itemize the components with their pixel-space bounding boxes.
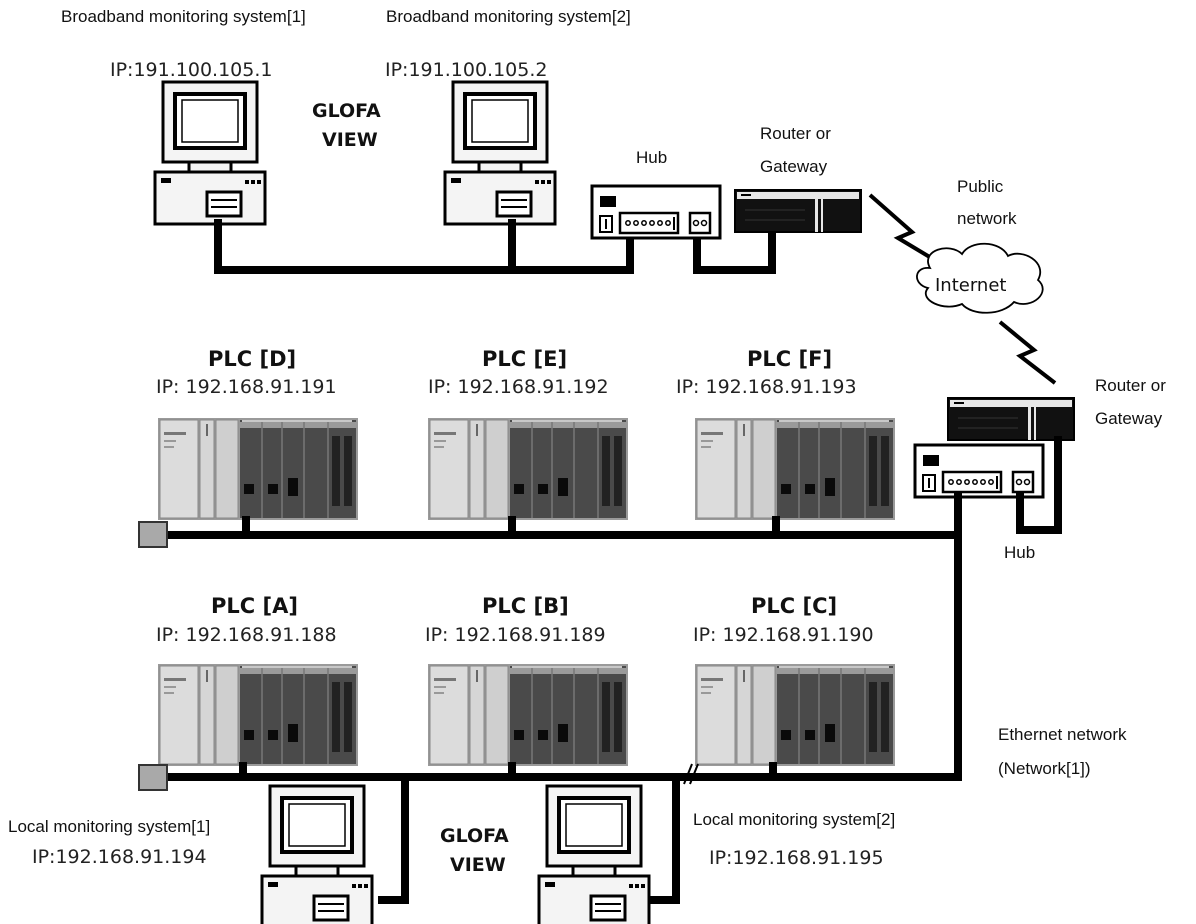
broadband-computer-1-icon — [153, 80, 267, 226]
right-hub-icon — [913, 443, 1045, 499]
local-systems-links — [378, 773, 680, 904]
top-router-icon — [734, 189, 862, 233]
plc-c-ip: IP: 192.168.91.190 — [693, 624, 874, 646]
top-hub-icon — [590, 184, 722, 240]
right-hub-label: Hub — [1004, 543, 1035, 562]
plc-c-icon — [694, 663, 896, 767]
public-network-line1: Public — [957, 177, 1004, 196]
broadband-ip2: IP:191.100.105.2 — [385, 59, 547, 81]
public-network-line2: network — [957, 209, 1017, 228]
broadband-ip1: IP:191.100.105.1 — [110, 59, 272, 81]
plc-e-name: PLC [E] — [482, 347, 567, 371]
broadband-system1-label: Broadband monitoring system[1] — [61, 7, 306, 26]
plc-e-ip: IP: 192.168.91.192 — [428, 376, 609, 398]
top-router-label-line1: Router or — [760, 124, 831, 143]
glofa-view-top-line2: VIEW — [322, 129, 378, 151]
plc-d-name: PLC [D] — [208, 347, 296, 371]
plc-f-name: PLC [F] — [747, 347, 832, 371]
router-hub-link — [1016, 436, 1062, 534]
lightning-bottom-icon — [998, 320, 1057, 385]
glofa-view-bottom-line1: GLOFA — [440, 825, 509, 847]
glofa-view-top-line1: GLOFA — [312, 100, 381, 122]
right-router-label-line2: Gateway — [1095, 409, 1163, 428]
plc-d-icon — [157, 417, 359, 521]
local-system1-label: Local monitoring system[1] — [8, 817, 210, 836]
plc-a-ip: IP: 192.168.91.188 — [156, 624, 337, 646]
broadband-system2-label: Broadband monitoring system[2] — [386, 7, 631, 26]
top-hub-label: Hub — [636, 148, 667, 167]
plc-d-ip: IP: 192.168.91.191 — [156, 376, 337, 398]
local-computer-2-icon — [537, 784, 651, 924]
right-router-icon — [947, 397, 1075, 441]
right-router-label-line1: Router or — [1095, 376, 1166, 395]
plc-b-ip: IP: 192.168.91.189 — [425, 624, 606, 646]
plc-e-icon — [427, 417, 629, 521]
terminator-row2 — [138, 764, 168, 791]
plc-row2-network-line — [166, 762, 962, 781]
local-system2-label: Local monitoring system[2] — [693, 810, 895, 829]
plc-c-name: PLC [C] — [751, 594, 837, 618]
local-ip2: IP:192.168.91.195 — [709, 847, 884, 869]
local-computer-1-icon — [260, 784, 374, 924]
plc-row1-network-line — [166, 516, 962, 539]
ethernet-network-label-line1: Ethernet network — [998, 725, 1127, 744]
plc-f-icon — [694, 417, 896, 521]
plc-b-icon — [427, 663, 629, 767]
plc-b-name: PLC [B] — [482, 594, 569, 618]
plc-f-ip: IP: 192.168.91.193 — [676, 376, 857, 398]
broadband-network-line — [214, 219, 776, 274]
broadband-computer-2-icon — [443, 80, 557, 226]
internet-cloud-icon — [916, 242, 1044, 314]
ethernet-network-label-line2: (Network[1]) — [998, 759, 1091, 778]
plc-a-name: PLC [A] — [211, 594, 298, 618]
plc-a-icon — [157, 663, 359, 767]
glofa-view-bottom-line2: VIEW — [450, 854, 506, 876]
top-router-label-line2: Gateway — [760, 157, 828, 176]
lightning-top-icon — [868, 193, 940, 264]
internet-label: Internet — [935, 275, 1006, 296]
local-ip1: IP:192.168.91.194 — [32, 846, 207, 868]
network-break-mark — [683, 763, 699, 785]
terminator-row1 — [138, 521, 168, 548]
